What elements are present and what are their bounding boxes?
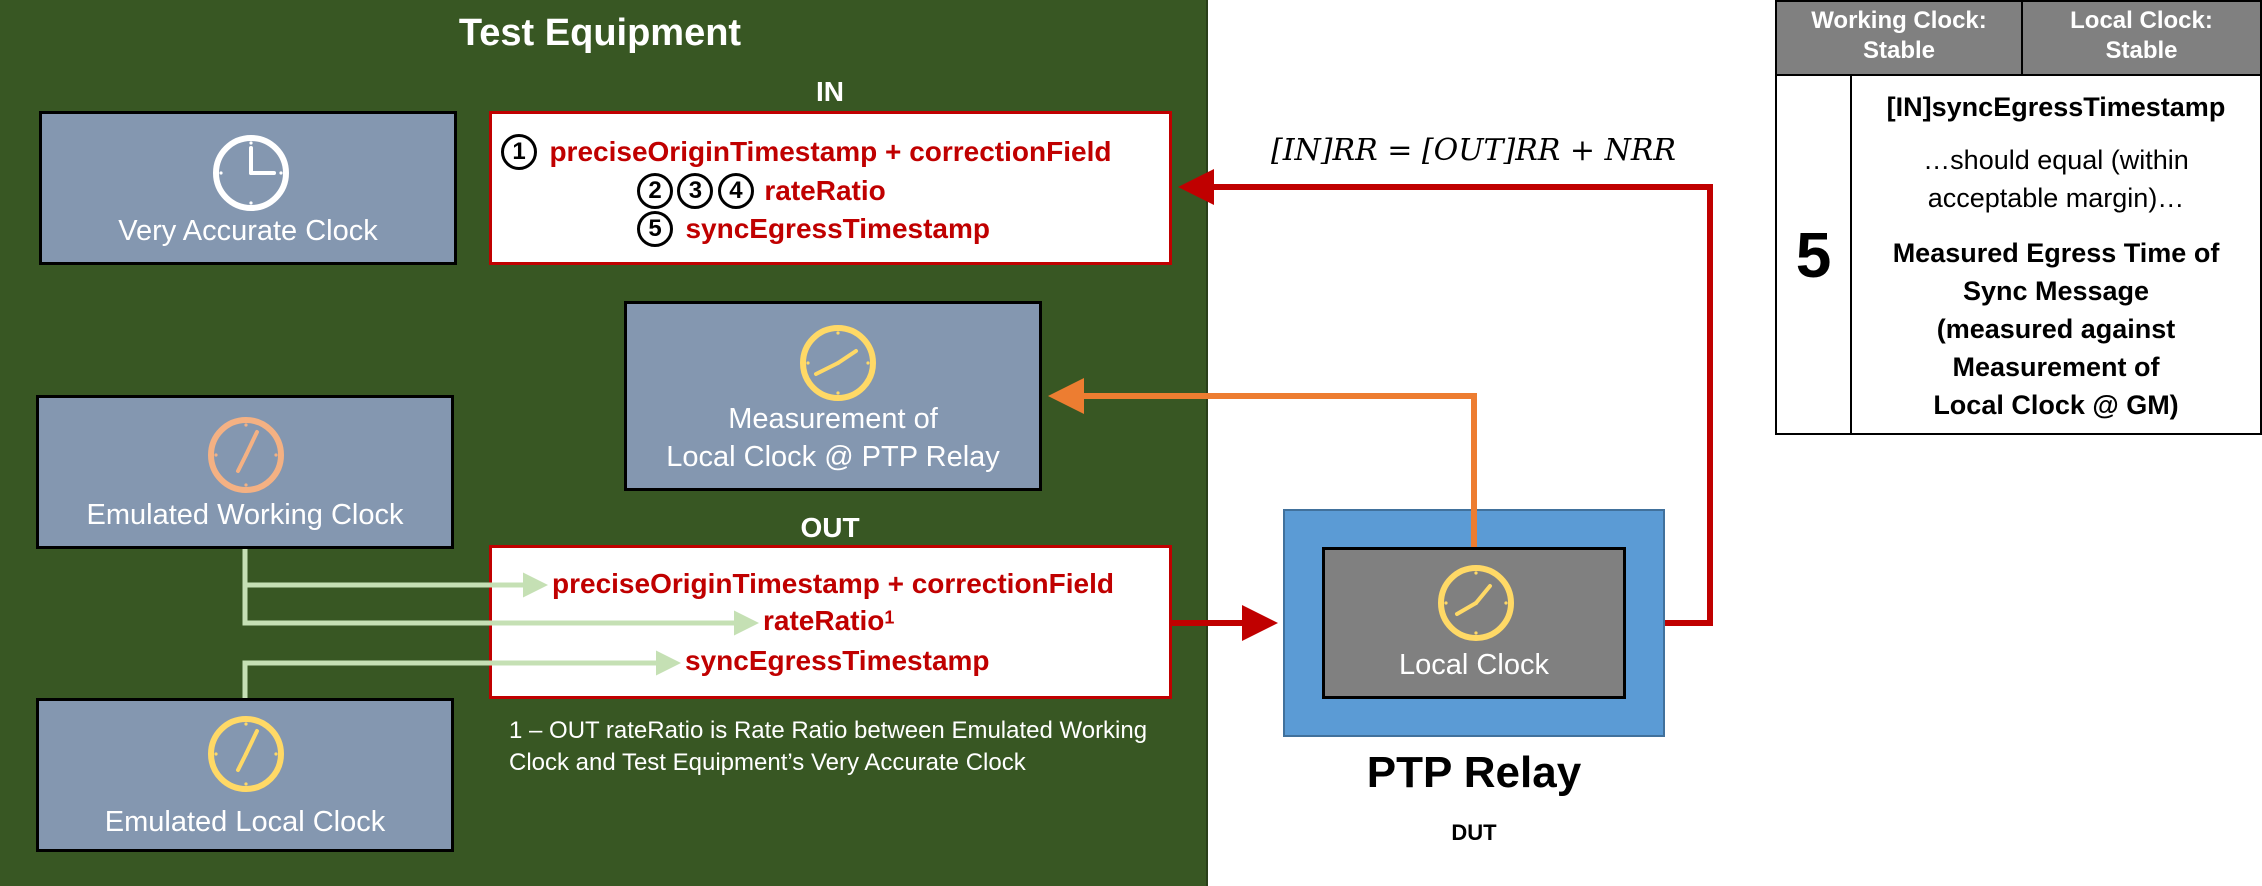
out-field-rate-ratio: rateRatio: [763, 605, 885, 636]
clock-icon: [800, 325, 876, 401]
step-marker-3: 3: [677, 173, 714, 209]
in-field-rate-ratio: rateRatio: [764, 175, 886, 206]
table-divider: [1850, 76, 1852, 435]
measured-line-4: Measurement of: [1952, 352, 2160, 382]
measured-line-1: Measured Egress Time of: [1892, 238, 2220, 268]
step-marker-5: 5: [637, 211, 673, 247]
local-clock-header-line2: Stable: [2105, 37, 2178, 64]
step-marker-1: 1: [501, 134, 537, 170]
emulated-local-clock-box: Emulated Local Clock: [36, 698, 454, 852]
in-row-1: 1 preciseOriginTimestamp + correctionFie…: [501, 134, 1111, 170]
ptp-relay-title: PTP Relay: [1366, 748, 1582, 797]
measured-line-3: (measured against: [1936, 314, 2176, 344]
out-field-origin-timestamp: preciseOriginTimestamp + correctionField: [552, 568, 1114, 599]
in-row-3: 5 syncEgressTimestamp: [637, 211, 990, 247]
arrow-local-to-sync-egress: [242, 650, 681, 698]
local-clock-box: Local Clock: [1322, 547, 1626, 699]
measured-line-2: Sync Message: [1962, 276, 2150, 306]
emulated-working-clock-box: Emulated Working Clock: [36, 395, 454, 549]
out-field-sync-egress: syncEgressTimestamp: [685, 645, 990, 676]
measurement-clock-label-1: Measurement of: [728, 403, 938, 435]
arrow-relay-to-in: [1178, 169, 1713, 626]
working-clock-header-line1: Working Clock:: [1811, 7, 1987, 34]
arrow-working-to-rate-ratio: [242, 585, 759, 636]
step-marker-4: 4: [717, 173, 754, 209]
measured-line-5: Local Clock @ GM): [1933, 390, 2179, 420]
clock-icon: [208, 417, 284, 493]
in-field-sync-egress: syncEgressTimestamp: [685, 213, 990, 244]
footnote-line-2: Clock and Test Equipment’s Very Accurate…: [509, 749, 1026, 776]
emulated-local-clock-label: Emulated Local Clock: [104, 806, 386, 838]
out-label: OUT: [800, 512, 860, 543]
step-marker-2: 2: [637, 173, 673, 209]
arrow-working-to-origin: [242, 549, 548, 598]
local-clock-label: Local Clock: [1399, 649, 1549, 681]
test-equipment-title: Test Equipment: [458, 12, 742, 54]
in-message-box: [489, 111, 1172, 265]
very-accurate-clock-label: Very Accurate Clock: [118, 215, 378, 247]
dut-label: DUT: [1451, 820, 1497, 845]
condition-line-2: acceptable margin)…: [1927, 183, 2185, 213]
arrow-local-to-measurement: [1048, 378, 1477, 547]
clock-icon: [1438, 565, 1514, 641]
working-clock-header: Working Clock: Stable: [1775, 0, 2023, 76]
working-clock-header-line2: Stable: [1862, 37, 1936, 64]
clock-icon: [213, 135, 289, 211]
clock-icon: [208, 716, 284, 792]
local-clock-header: Local Clock: Stable: [2021, 0, 2262, 76]
expected-field: [IN]syncEgressTimestamp: [1886, 92, 2226, 122]
status-table-body: [1775, 76, 2262, 435]
in-row-2: 2 3 4 rateRatio: [637, 173, 886, 209]
local-clock-header-line1: Local Clock:: [2070, 7, 2213, 34]
condition-line-1: …should equal (within: [1923, 145, 2189, 175]
emulated-working-clock-label: Emulated Working Clock: [86, 499, 404, 531]
measurement-clock-label-2: Local Clock @ PTP Relay: [666, 441, 1000, 473]
out-row-2: rateRatio1: [763, 605, 894, 637]
very-accurate-clock-box: Very Accurate Clock: [39, 111, 457, 265]
in-label: IN: [816, 76, 844, 107]
in-field-origin-timestamp: preciseOriginTimestamp + correctionField: [549, 136, 1112, 167]
step-number: 5: [1795, 219, 1832, 291]
footnote-line-1: 1 – OUT rateRatio is Rate Ratio between …: [509, 717, 1148, 744]
measurement-clock-box: Measurement of Local Clock @ PTP Relay: [624, 301, 1042, 491]
rate-ratio-formula: [IN]RR = [OUT]RR + NRR: [1271, 133, 1676, 168]
footnote-marker: 1: [884, 607, 895, 628]
